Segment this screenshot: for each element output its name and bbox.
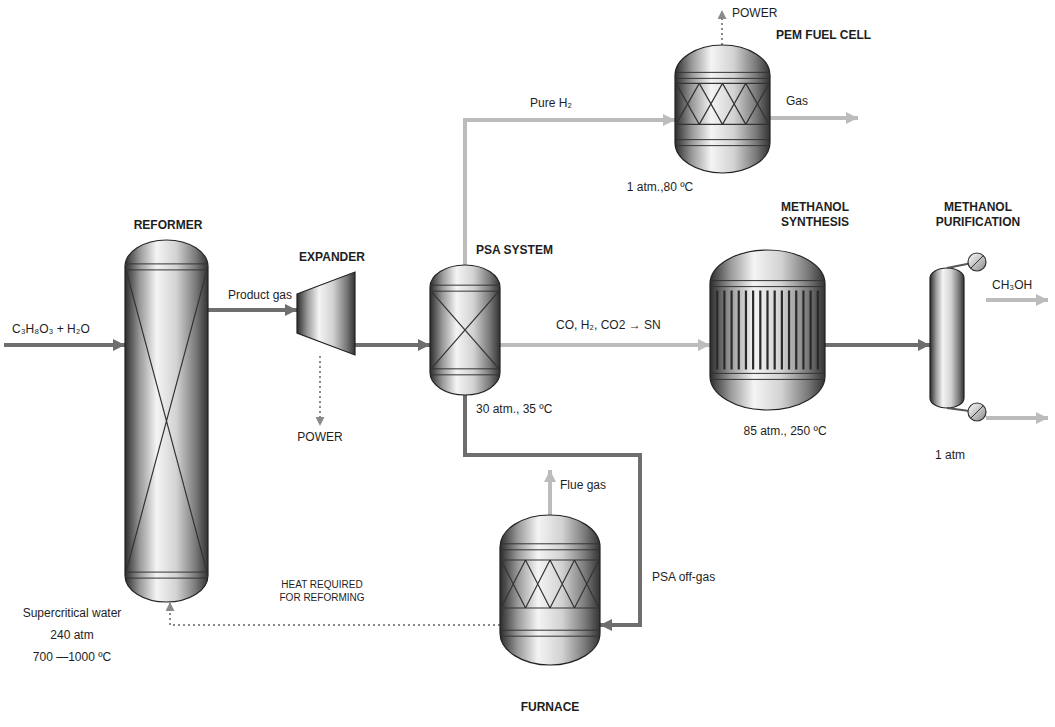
vessel-drawing bbox=[125, 240, 208, 602]
condition-note: 85 atm., 250 ºC bbox=[743, 424, 826, 439]
bottoms-arrow bbox=[986, 416, 1048, 420]
vessel-band bbox=[431, 368, 499, 369]
heat-exchanger-mark bbox=[971, 256, 983, 268]
power-arrow bbox=[721, 10, 723, 45]
vessel-body bbox=[710, 250, 825, 410]
reformer-vessel: REFORMERSupercritical water240 atm700 —1… bbox=[125, 240, 208, 602]
vessel-band bbox=[431, 374, 499, 375]
vessel-band bbox=[676, 139, 769, 140]
heat-exchanger-mark bbox=[971, 406, 983, 418]
vessel-drawing bbox=[710, 250, 825, 410]
vessel-body bbox=[125, 240, 208, 602]
condition-note: 30 atm., 35 ºC bbox=[476, 402, 552, 417]
stream-label: Pure H₂ bbox=[530, 96, 572, 111]
heat-exchanger bbox=[968, 253, 986, 271]
reactor-vessel: METHANOL SYNTHESIS85 atm., 250 ºC bbox=[710, 250, 825, 410]
product-arrow bbox=[986, 298, 1048, 302]
reactor-tubes bbox=[717, 291, 818, 370]
vessel-band bbox=[676, 78, 769, 79]
vessel-band bbox=[501, 630, 599, 631]
vessel-drawing bbox=[297, 272, 355, 355]
stream-label: CH₃OH bbox=[992, 278, 1032, 293]
vessel-band bbox=[501, 549, 599, 550]
stream-label: CO, H₂, CO2 → SN bbox=[556, 318, 661, 333]
vessel-band bbox=[431, 291, 499, 292]
process-stream bbox=[208, 308, 297, 312]
vessel-band bbox=[711, 379, 824, 380]
feed-arrow bbox=[4, 343, 125, 347]
stream-label: Gas bbox=[786, 94, 808, 109]
vessel-drawing bbox=[430, 265, 500, 395]
unit-name: FURNACE bbox=[521, 700, 580, 715]
stream-label: POWER bbox=[297, 430, 342, 445]
stream-label: POWER bbox=[732, 6, 777, 21]
vessel-drawing bbox=[930, 268, 964, 408]
catalyst-mesh bbox=[501, 560, 599, 608]
vessel-body bbox=[930, 268, 964, 408]
distillation-column: METHANOL PURIFICATION1 atm bbox=[930, 268, 964, 408]
condition-note: Supercritical water bbox=[23, 606, 122, 621]
packed-bed bbox=[126, 270, 207, 572]
vessel-band bbox=[711, 280, 824, 281]
catalyst-mesh bbox=[676, 83, 769, 124]
process-stream bbox=[825, 343, 930, 347]
unit-name: PEM FUEL CELL bbox=[776, 28, 871, 43]
fuel-cell-vessel: PEM FUEL CELL1 atm.,80 ºC bbox=[675, 45, 770, 173]
vessel-band bbox=[431, 285, 499, 286]
vessel-drawing bbox=[675, 45, 770, 173]
vessel-body bbox=[430, 265, 500, 395]
flue-gas-arrow bbox=[548, 470, 552, 515]
feed-label: C₃H₈O₃ + H₂O bbox=[12, 322, 90, 337]
vessel-band bbox=[501, 543, 599, 544]
expander-body bbox=[297, 272, 355, 355]
unit-name: PSA SYSTEM bbox=[476, 243, 553, 258]
heat-exchanger bbox=[968, 403, 986, 421]
vessel-band bbox=[126, 578, 207, 579]
vessel-drawing bbox=[500, 515, 600, 665]
vessel-body bbox=[675, 45, 770, 173]
condition-note: 240 atm bbox=[50, 628, 93, 643]
vessel-band bbox=[676, 72, 769, 73]
vessel-band bbox=[676, 145, 769, 146]
gas-arrow bbox=[770, 116, 858, 120]
expander-turbine: EXPANDER bbox=[297, 272, 355, 355]
psa-vessel: PSA SYSTEM30 atm., 35 ºC bbox=[430, 265, 500, 395]
heat-flow-arrow bbox=[170, 602, 500, 625]
condition-note: 1 atm bbox=[935, 448, 965, 463]
vessel-band bbox=[501, 636, 599, 637]
condition-note: 700 —1000 ºC bbox=[33, 650, 111, 665]
vessel-band bbox=[711, 286, 824, 287]
condition-note: 1 atm.,80 ºC bbox=[627, 180, 693, 195]
stream-label: HEAT REQUIRED FOR REFORMING bbox=[274, 578, 370, 604]
vessel-band bbox=[126, 572, 207, 573]
vessel-band bbox=[126, 269, 207, 270]
furnace-vessel: FURNACE bbox=[500, 515, 600, 665]
stream-label: PSA off-gas bbox=[652, 570, 715, 585]
vessel-band bbox=[711, 373, 824, 374]
stream-label: Product gas bbox=[228, 288, 292, 303]
packed-bed bbox=[431, 291, 499, 369]
vessel-body bbox=[500, 515, 600, 665]
unit-name: METHANOL PURIFICATION bbox=[922, 200, 1034, 230]
unit-name: METHANOL SYNTHESIS bbox=[765, 200, 865, 230]
power-arrow bbox=[319, 356, 321, 426]
process-stream bbox=[355, 343, 430, 347]
stream-label: Flue gas bbox=[560, 478, 606, 493]
process-stream bbox=[500, 343, 710, 347]
unit-name: EXPANDER bbox=[299, 250, 365, 265]
unit-name: REFORMER bbox=[134, 218, 203, 233]
vessel-band bbox=[126, 263, 207, 264]
